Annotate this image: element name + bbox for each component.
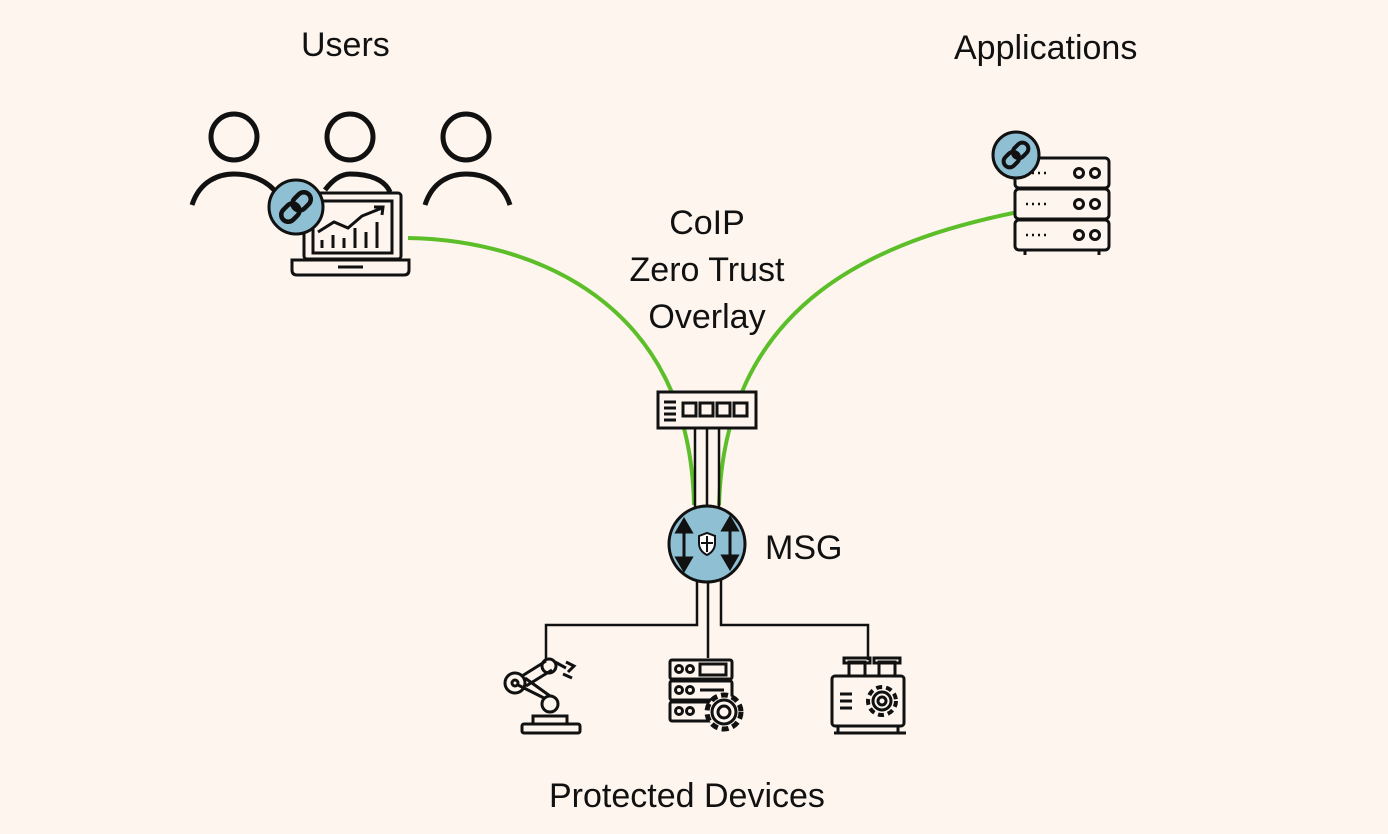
machine-gear-icon bbox=[830, 656, 906, 735]
users-icon bbox=[189, 111, 513, 206]
laptop-chart-icon bbox=[290, 191, 411, 277]
app-link-icon bbox=[991, 130, 1041, 180]
robot-arm-icon bbox=[503, 657, 582, 735]
applications-label: Applications bbox=[954, 29, 1138, 67]
device-cables bbox=[544, 580, 870, 660]
users-label: Users bbox=[301, 26, 390, 64]
network-switch-icon bbox=[656, 390, 758, 430]
user-link-icon bbox=[267, 178, 325, 236]
msg-label: MSG bbox=[765, 529, 843, 567]
overlay-label-line-3: Overlay bbox=[648, 298, 766, 336]
protected-devices-label: Protected Devices bbox=[549, 777, 825, 815]
server-gear-icon bbox=[668, 658, 744, 732]
overlay-label-line-2: Zero Trust bbox=[629, 251, 785, 289]
switch-msg-cables bbox=[693, 428, 721, 508]
overlay-label: CoIP Zero Trust Overlay bbox=[600, 200, 814, 341]
secure-gateway-icon bbox=[667, 504, 747, 584]
server-rack-icon bbox=[1013, 156, 1111, 255]
overlay-label-line-1: CoIP bbox=[669, 204, 745, 242]
